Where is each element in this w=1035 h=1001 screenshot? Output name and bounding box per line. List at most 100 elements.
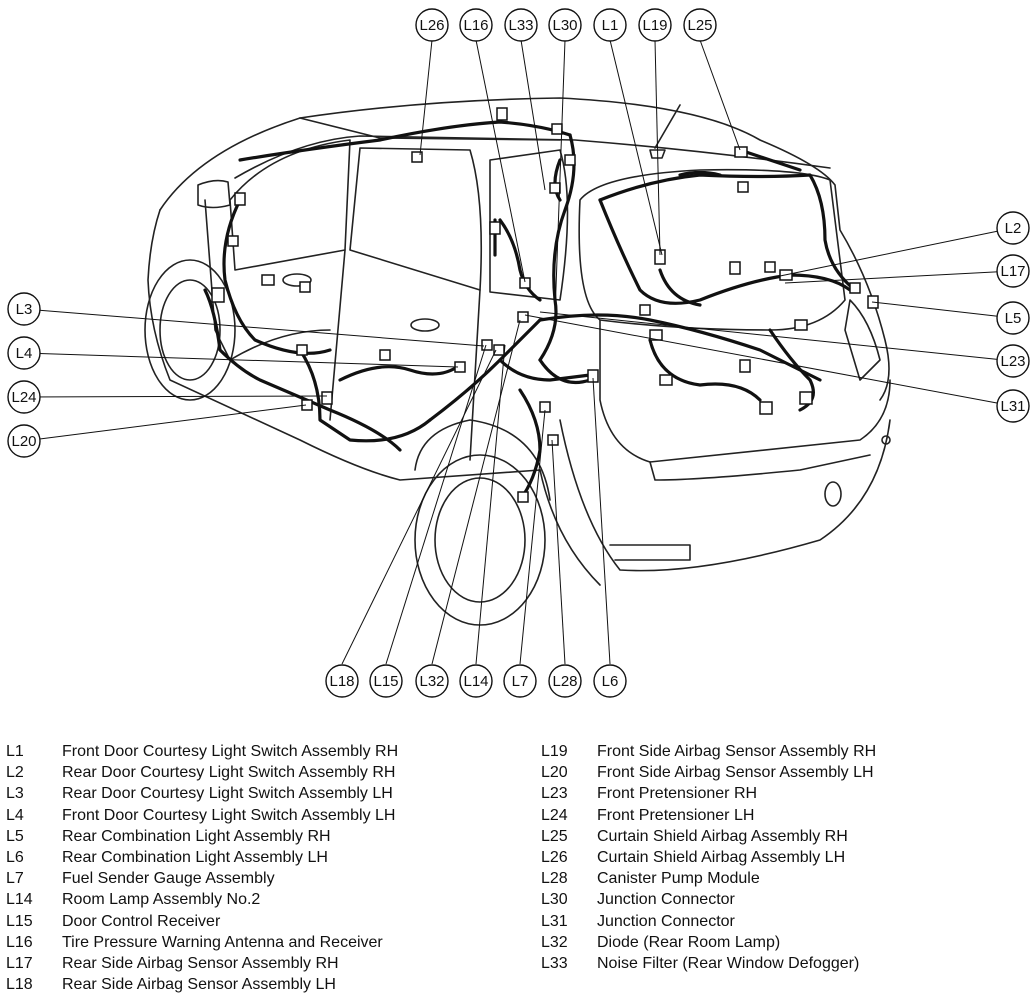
callout-l2: L2 — [996, 211, 1030, 245]
legend-name: Rear Side Airbag Sensor Assembly LH — [62, 976, 336, 994]
callout-l30: L30 — [548, 8, 582, 42]
svg-text:L17: L17 — [1000, 263, 1025, 280]
legend-row: L3 Rear Door Courtesy Light Switch Assemb… — [6, 783, 398, 804]
legend-code: L26 — [541, 849, 568, 867]
legend-name: Rear Door Courtesy Light Switch Assembly… — [62, 785, 393, 803]
svg-text:L19: L19 — [642, 17, 667, 34]
callout-l7: L7 — [503, 664, 537, 698]
wiring-diagram: L26 L16 L33 L30 L1 L19 L25 L2 L17 L5 L23… — [7, 8, 1030, 698]
legend-code: L31 — [541, 912, 568, 930]
legend-code: L14 — [6, 891, 33, 909]
legend-name: Curtain Shield Airbag Assembly LH — [597, 849, 846, 867]
callout-l15: L15 — [369, 664, 403, 698]
legend-name: Front Pretensioner RH — [597, 785, 758, 803]
callout-l3: L3 — [7, 292, 41, 326]
legend-row: L33 Noise Filter (Rear Window Defogger) — [541, 953, 876, 974]
legend-row: L2 Rear Door Courtesy Light Switch Assemb… — [6, 762, 398, 783]
callouts-bottom: L18 L15 L32 L14 L7 L28 L6 — [325, 664, 627, 698]
svg-text:L1: L1 — [602, 17, 619, 34]
legend-code: L23 — [541, 785, 568, 803]
legend-row: L14 Room Lamp Assembly No.2 — [6, 889, 398, 910]
svg-text:L5: L5 — [1005, 310, 1022, 327]
legend-code: L16 — [6, 933, 33, 951]
legend-name: Junction Connector — [597, 891, 735, 909]
legend-code: L19 — [541, 743, 568, 760]
callout-l19: L19 — [638, 8, 672, 42]
svg-text:L33: L33 — [508, 17, 533, 34]
legend-name: Rear Combination Light Assembly LH — [62, 849, 328, 867]
callout-l5: L5 — [996, 301, 1030, 335]
legend-name: Fuel Sender Gauge Assembly — [62, 870, 275, 888]
legend-row: L18 Rear Side Airbag Sensor Assembly LH — [6, 974, 398, 995]
legend-name: Front Pretensioner LH — [597, 806, 755, 824]
svg-text:L6: L6 — [602, 673, 619, 690]
legend-name: Front Side Airbag Sensor Assembly LH — [597, 764, 874, 782]
callout-l26: L26 — [415, 8, 449, 42]
legend-code: L15 — [6, 912, 33, 930]
callout-l18: L18 — [325, 664, 359, 698]
legend-name: Canister Pump Module — [597, 870, 760, 888]
legend-row: L1 Front Door Courtesy Light Switch Assem… — [6, 741, 398, 762]
svg-text:L25: L25 — [687, 17, 712, 34]
legend-name: Room Lamp Assembly No.2 — [62, 891, 261, 909]
svg-text:L16: L16 — [463, 17, 488, 34]
legend-code: L17 — [6, 955, 33, 973]
legend-row: L28 Canister Pump Module — [541, 868, 876, 889]
legend-name: Door Control Receiver — [62, 912, 221, 930]
legend-row: L15 Door Control Receiver — [6, 911, 398, 932]
legend-row: L30 Junction Connector — [541, 889, 876, 910]
legend-row: L23 Front Pretensioner RH — [541, 783, 876, 804]
callout-l24: L24 — [7, 380, 41, 414]
leader-lines — [23, 39, 1014, 665]
svg-text:L2: L2 — [1005, 220, 1022, 237]
svg-text:L30: L30 — [552, 17, 577, 34]
legend-code: L3 — [6, 785, 24, 803]
legend-name: Noise Filter (Rear Window Defogger) — [597, 955, 860, 973]
svg-text:L32: L32 — [419, 673, 444, 690]
legend-row: L26 Curtain Shield Airbag Assembly LH — [541, 847, 876, 868]
legend-code: L6 — [6, 849, 24, 867]
legend-name: Front Door Courtesy Light Switch Assembl… — [62, 743, 399, 760]
callout-l32: L32 — [415, 664, 449, 698]
callouts-right: L2 L17 L5 L23 L31 — [996, 211, 1030, 423]
legend-name: Front Side Airbag Sensor Assembly RH — [597, 743, 877, 760]
svg-text:L4: L4 — [16, 345, 33, 362]
callout-l17: L17 — [996, 254, 1030, 288]
legend-code: L7 — [6, 870, 24, 888]
callout-l33: L33 — [504, 8, 538, 42]
legend-row: L6 Rear Combination Light Assembly LH — [6, 847, 398, 868]
legend-code: L4 — [6, 806, 24, 824]
legend-code: L28 — [541, 870, 568, 888]
callouts-top: L26 L16 L33 L30 L1 L19 L25 — [415, 8, 717, 42]
legend-row: L4 Front Door Courtesy Light Switch Assem… — [6, 805, 398, 826]
legend-code: L2 — [6, 764, 24, 782]
legend-code: L33 — [541, 955, 568, 973]
connectors — [211, 107, 879, 503]
legend-code: L25 — [541, 827, 568, 845]
callout-l14: L14 — [459, 664, 493, 698]
callout-l16: L16 — [459, 8, 493, 42]
callout-l28: L28 — [548, 664, 582, 698]
svg-text:L7: L7 — [512, 673, 529, 690]
callout-l25: L25 — [683, 8, 717, 42]
legend-name: Front Door Courtesy Light Switch Assembl… — [62, 806, 396, 824]
legend-code: L30 — [541, 891, 568, 909]
legend-code: L1 — [6, 743, 24, 760]
legend-name: Rear Door Courtesy Light Switch Assembly… — [62, 764, 396, 782]
callout-l4: L4 — [7, 336, 41, 370]
svg-text:L28: L28 — [552, 673, 577, 690]
legend-code: L5 — [6, 827, 24, 845]
legend-name: Tire Pressure Warning Antenna and Receiv… — [62, 933, 383, 951]
legend-code: L18 — [6, 976, 33, 994]
legend-code: L32 — [541, 933, 568, 951]
callouts-left: L3 L4 L24 L20 — [7, 292, 41, 458]
svg-text:L24: L24 — [11, 389, 36, 406]
